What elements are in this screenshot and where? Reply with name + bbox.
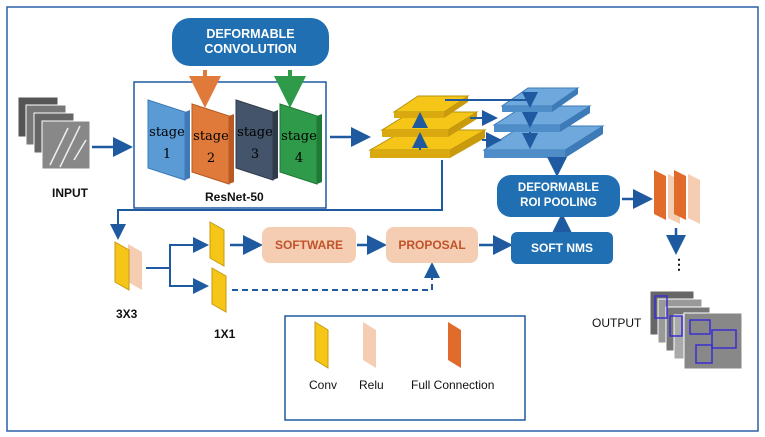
arrow-3x3-to-1x1-top xyxy=(146,237,209,269)
legend-fc-swatch xyxy=(448,322,461,368)
arrow-fpn-to-rpn xyxy=(110,160,443,240)
input-label: INPUT xyxy=(52,186,88,200)
legend-conv-label: Conv xyxy=(309,378,338,392)
stage-2-block: stage 2 xyxy=(191,103,234,185)
outer-frame xyxy=(6,6,759,432)
legend-relu-label: Relu xyxy=(359,378,384,392)
stage-4-word: stage xyxy=(281,129,317,144)
legend-fc-label: Full Connection xyxy=(411,378,495,392)
stage-4-num: 4 xyxy=(295,151,303,166)
legend-box xyxy=(284,315,526,421)
stage-1-block: stage 1 xyxy=(147,99,190,181)
output-label: OUTPUT xyxy=(592,316,642,330)
stage-3-num: 3 xyxy=(251,147,259,162)
arrow-3x3-to-1x1-bottom xyxy=(169,268,209,294)
proposal-box: PROPOSAL xyxy=(386,227,478,263)
deformable-convolution-line1: DEFORMABLE xyxy=(206,27,295,41)
backbone-box xyxy=(133,81,327,209)
stage-4-block: stage 4 xyxy=(279,103,322,185)
conv1x1-top xyxy=(209,221,225,267)
conv3x3-label: 3X3 xyxy=(116,307,138,321)
stage-3-word: stage xyxy=(237,125,273,140)
deformable-roi-pooling-line1: DEFORMABLE xyxy=(517,182,600,194)
legend-conv-swatch xyxy=(314,321,329,369)
deformable-convolution-box: DEFORMABLE CONVOLUTION xyxy=(172,18,329,66)
input-image-stack xyxy=(17,96,91,170)
conv1x1-bottom xyxy=(211,267,227,313)
fpn-yellow-pyramid xyxy=(368,95,487,158)
stage-2-num: 2 xyxy=(207,151,215,166)
legend-relu-swatch xyxy=(363,322,376,368)
dashed-arrow-to-proposal xyxy=(232,262,440,291)
stage-1-num: 1 xyxy=(163,147,171,162)
backbone-label: ResNet-50 xyxy=(205,190,264,204)
conv3x3-block xyxy=(114,241,142,291)
deformable-convolution-line2: CONVOLUTION xyxy=(204,42,297,56)
soft-nms-box: SOFT NMS xyxy=(511,232,613,264)
fpn-blue-pyramid xyxy=(482,87,605,158)
stage-3-block: stage 3 xyxy=(235,99,278,181)
conv1x1-label: 1X1 xyxy=(214,327,236,341)
output-ellipsis: ⋮ xyxy=(672,256,686,272)
output-image-stack xyxy=(649,290,743,370)
software-box: SOFTWARE xyxy=(262,227,356,263)
deformable-roi-pooling-line2: ROI POOLING xyxy=(520,197,597,209)
arrow-lateral-top xyxy=(445,92,538,108)
stage-2-word: stage xyxy=(193,129,229,144)
deformable-roi-pooling-box: DEFORMABLE ROI POOLING xyxy=(497,175,620,217)
fc-block xyxy=(654,170,700,224)
stage-1-word: stage xyxy=(149,125,185,140)
